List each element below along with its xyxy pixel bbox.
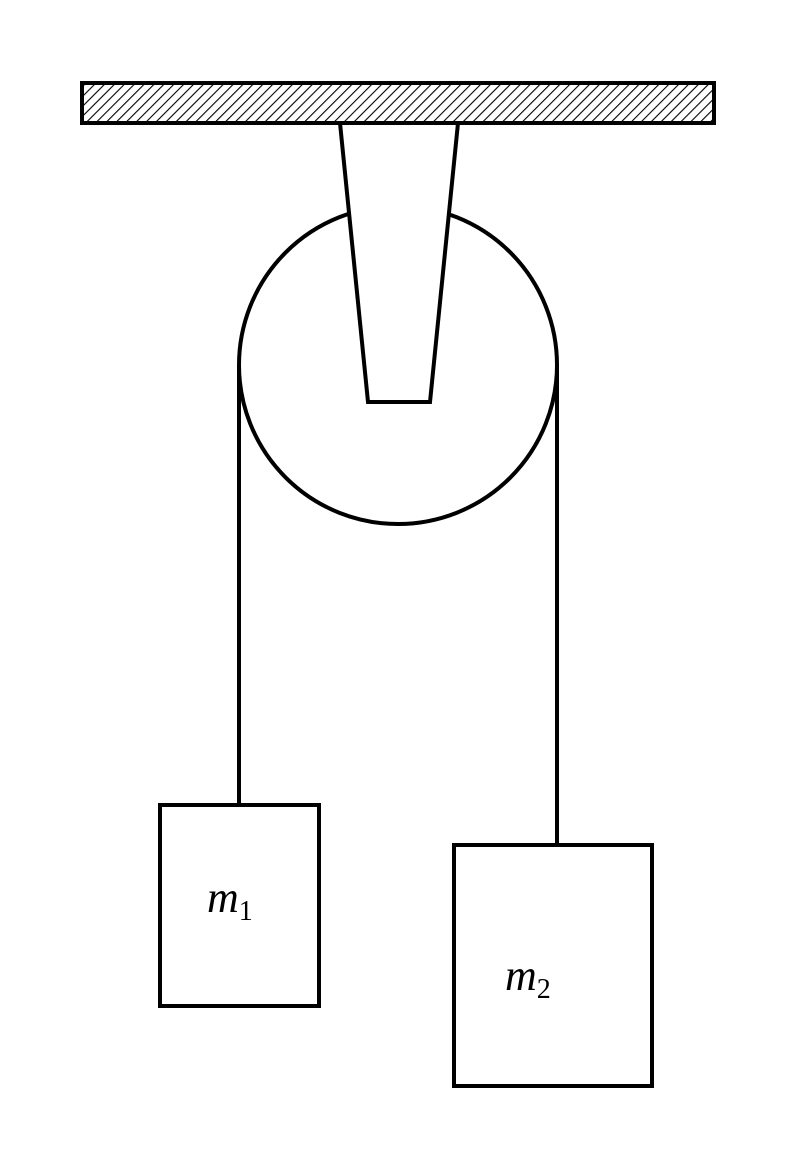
mass-2-block: m2 xyxy=(452,843,654,1088)
mass-1-subscript: 1 xyxy=(239,896,253,927)
mass-2-label: m2 xyxy=(505,951,551,1005)
mass-1-block: m1 xyxy=(158,803,321,1008)
pulley-bracket xyxy=(337,121,461,404)
mass-1-symbol: m xyxy=(207,873,239,922)
mass-1-label: m1 xyxy=(207,873,253,927)
mass-2-symbol: m xyxy=(505,951,537,1000)
mass-2-subscript: 2 xyxy=(537,974,551,1005)
mass-1-box xyxy=(158,803,321,1008)
ceiling-support xyxy=(80,81,716,125)
mass-2-box xyxy=(452,843,654,1088)
